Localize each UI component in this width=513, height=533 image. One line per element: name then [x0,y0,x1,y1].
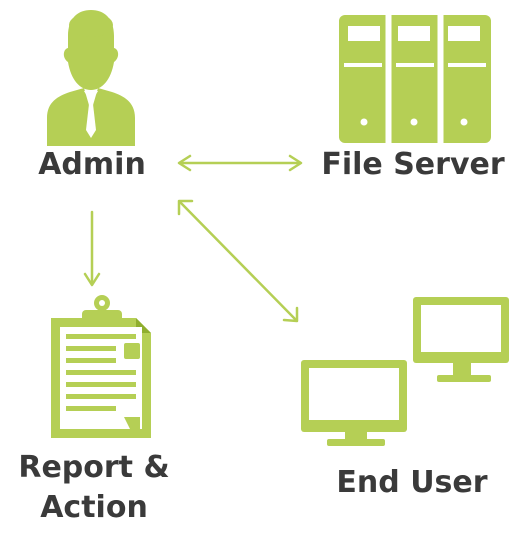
file-server-label: File Server [321,147,505,182]
arrow-admin-end-user [177,199,299,323]
connectors [83,154,303,323]
clipboard-report-icon [51,295,151,438]
admin-person-icon [47,10,135,146]
server-rack-icon [339,15,491,143]
admin-label: Admin [38,147,146,182]
arrow-admin-report [83,210,101,287]
monitors-icon [301,297,509,446]
report-label-line1: Report & [18,450,170,485]
end-user-label: End User [336,465,488,500]
arrow-admin-file-server [177,154,303,172]
report-label-line2: Action [40,490,148,525]
